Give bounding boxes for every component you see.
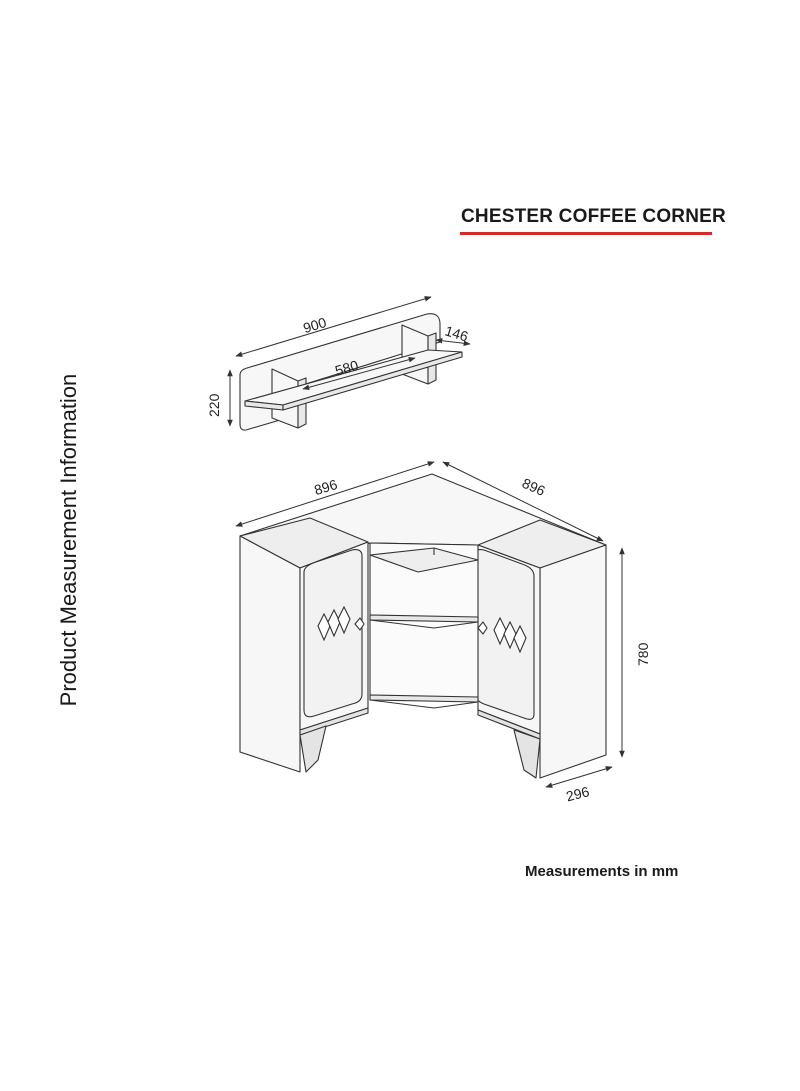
diamond-left-3 — [337, 605, 351, 635]
label-cabinet-depth: 296 — [564, 783, 591, 804]
label-shelf-height: 220 — [206, 393, 222, 417]
label-cabinet-height: 780 — [635, 642, 651, 666]
cabinet-right-side — [539, 544, 607, 779]
diamond-right-3 — [513, 624, 527, 654]
dim-line-cabinet-depth — [545, 766, 613, 788]
dim-line-shelf-inner — [302, 356, 416, 391]
dim-line-shelf-width — [235, 296, 432, 357]
label-shelf-depth: 146 — [443, 322, 470, 344]
handle-right — [477, 621, 488, 635]
dim-line-cabinet-left-width — [235, 461, 435, 527]
label-cabinet-left-width: 896 — [312, 476, 339, 498]
cabinet-left-side — [239, 535, 301, 773]
cabinet-dimension-lines — [235, 461, 625, 788]
title-underline — [460, 232, 712, 235]
cabinet-center-upper-shelf — [369, 547, 479, 573]
label-shelf-inner: 580 — [333, 357, 360, 379]
corner-cabinet-drawing — [239, 473, 607, 779]
label-shelf-width: 900 — [301, 314, 328, 336]
label-cabinet-right-width: 896 — [520, 475, 548, 499]
units-note: Measurements in mm — [525, 863, 679, 880]
product-title: CHESTER COFFEE CORNER — [461, 206, 726, 227]
shelf-dimension-lines — [227, 296, 471, 427]
dim-line-cabinet-right-width — [442, 461, 604, 542]
door-ornaments — [317, 605, 527, 654]
handle-left — [354, 617, 365, 631]
dim-line-shelf-depth — [435, 337, 471, 347]
cabinet-left-leg — [299, 725, 327, 773]
cabinet-right-leg — [513, 729, 541, 779]
